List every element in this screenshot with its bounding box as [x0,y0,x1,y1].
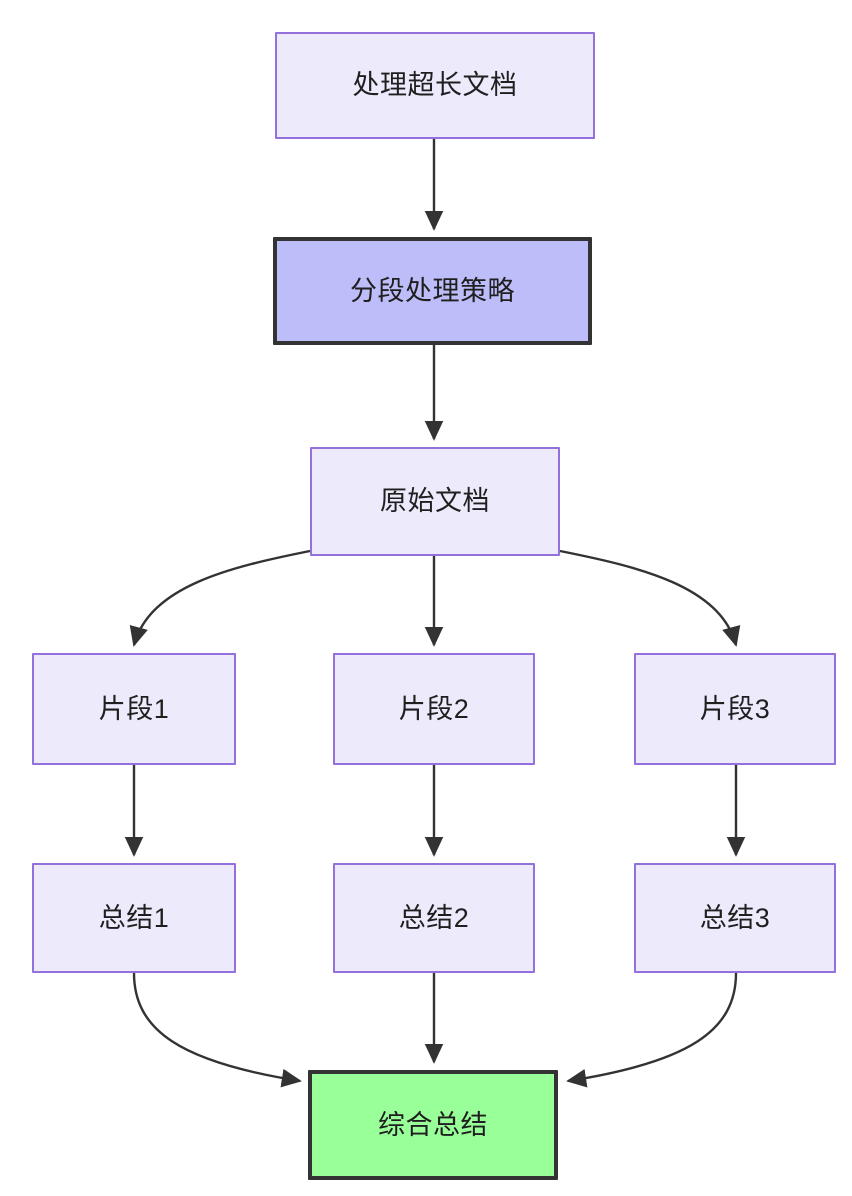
node-label: 处理超长文档 [352,70,518,101]
edge-n3-n4 [129,549,311,647]
node-label: 总结3 [699,902,771,933]
edge-n3-n6 [559,549,741,647]
node-final-summary[interactable]: 综合总结 [308,1070,558,1180]
node-label: 片段2 [398,693,470,724]
node-segment-3[interactable]: 片段3 [634,653,836,765]
node-chunking-strategy[interactable]: 分段处理策略 [273,237,592,345]
node-summary-1[interactable]: 总结1 [32,863,236,973]
node-process-long-document[interactable]: 处理超长文档 [275,32,595,139]
edge-n9-n10 [566,972,738,1088]
node-label: 总结2 [398,902,470,933]
node-summary-3[interactable]: 总结3 [634,863,836,973]
node-original-document[interactable]: 原始文档 [310,447,560,556]
node-segment-1[interactable]: 片段1 [32,653,236,765]
node-label: 总结1 [98,902,170,933]
node-segment-2[interactable]: 片段2 [333,653,535,765]
node-label: 片段1 [98,693,170,724]
node-label: 分段处理策略 [350,275,515,306]
node-label: 综合总结 [378,1109,488,1140]
node-label: 原始文档 [380,486,490,517]
edge-n7-n10 [132,972,302,1088]
node-label: 片段3 [699,693,771,724]
node-summary-2[interactable]: 总结2 [333,863,535,973]
